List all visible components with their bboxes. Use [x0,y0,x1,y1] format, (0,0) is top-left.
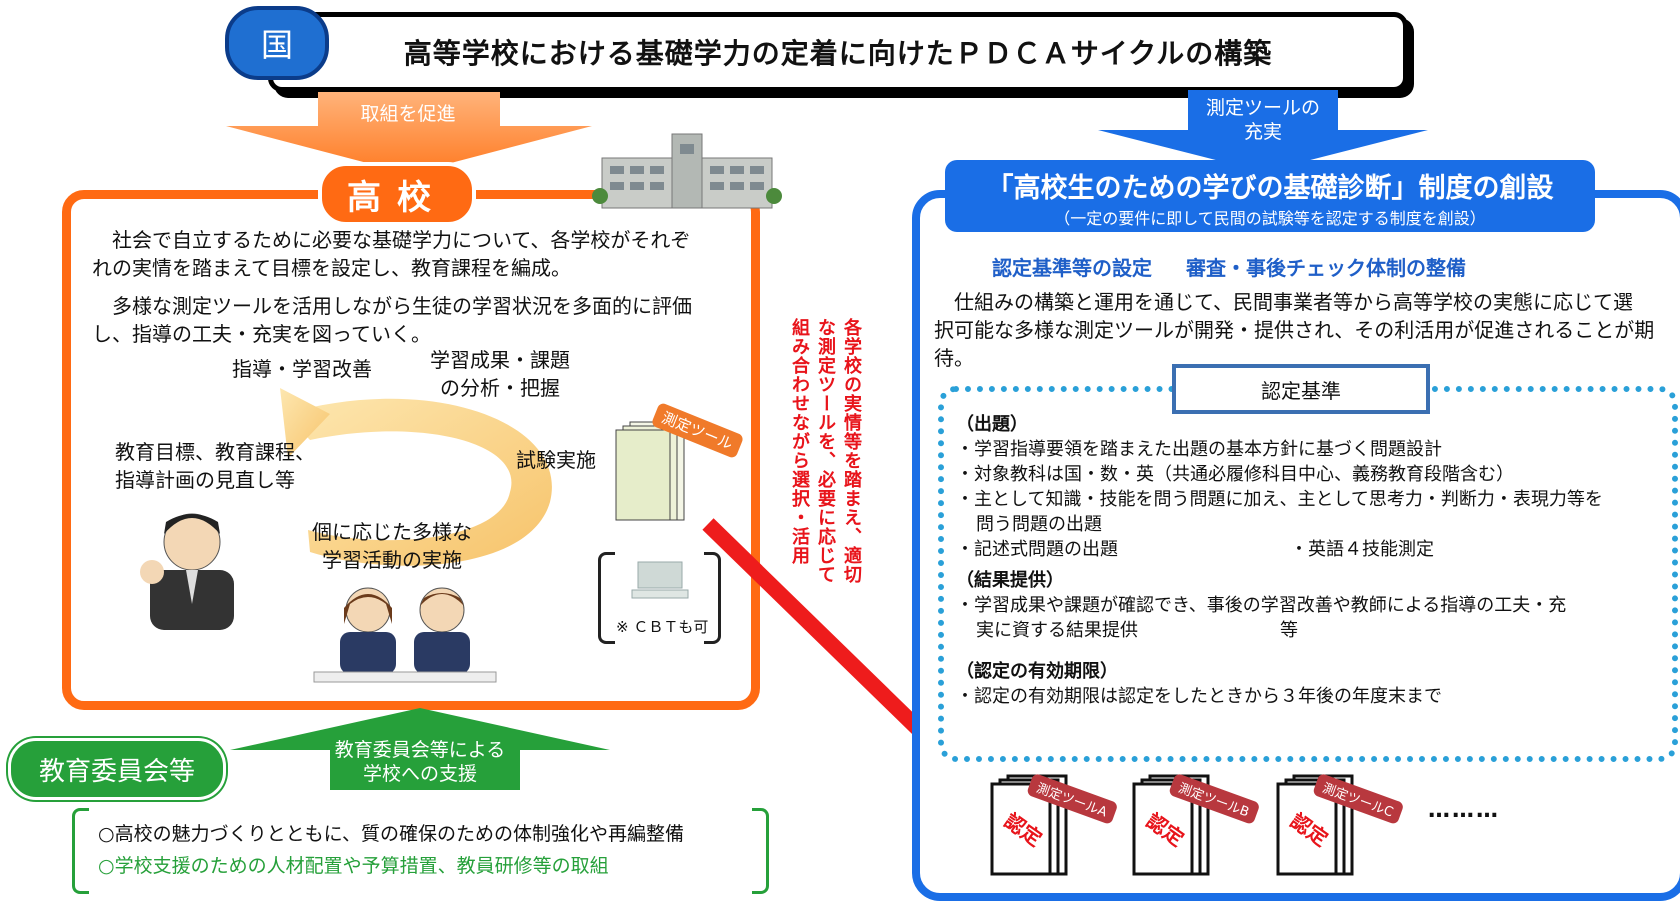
criteria-r1a: ・学習成果や課題が確認でき、事後の学習改善や教師による指導の工夫・充 [956,595,1567,616]
hs-para1-line1: 社会で自立するために必要な基礎学力について、各学校がそれぞ [112,228,691,252]
cycle-analysis: 学習成果・課題 の分析・把握 [430,346,570,402]
criteria-q2: ・対象教科は国・数・英（共通必履修科目中心、義務教育段階含む） [956,464,1514,485]
board-support-arrow [230,708,610,790]
hs-para2-line1: 多様な測定ツールを活用しながら生徒の学習状況を多面的に評価 [112,294,692,318]
system-title: 「高校生のための学びの基礎診断」制度の創設 [986,173,1554,204]
criteria-q4-row: ・記述式問題の出題 ・英語４技能測定 [956,537,1656,562]
hs-paragraph-1: 社会で自立するために必要な基礎学力について、各学校がそれぞ れの実情を踏まえて目… [92,226,732,282]
pdca-cycle-arrow [280,388,552,566]
tools-label: 測定ツールの 充実 [1188,96,1338,144]
computer-icon [631,561,689,599]
students-illustration [313,587,497,683]
system-para-line3: 待。 [934,346,974,370]
system-paragraph: 仕組みの構築と運用を通じて、民間事業者等から高等学校の実態に応じて選 択可能な多… [934,288,1664,372]
certified-tool-b: 測定ツールB 認定 [1130,768,1261,878]
cycle-review: 教育目標、教育課程、 指導計画の見直し等 [115,438,315,494]
test-documents-icon [615,421,685,521]
criteria-q3a: ・主として知識・技能を問う問題に加え、主として思考力・判断力・表現力等を [956,489,1603,510]
criteria-questions-head: （出題） [956,414,1028,435]
board-bracket-left [72,808,89,894]
criteria-validity-head: （認定の有効期限） [956,661,1118,682]
board-bracket-right [752,808,769,894]
criteria-q1: ・学習指導要領を踏まえた出題の基本方針に基づく問題設計 [956,439,1442,460]
more-tools-ellipsis: ……… [1428,798,1500,823]
certified-doc-icon [990,774,1068,876]
board-items: ○高校の魅力づくりとともに、質の確保のための体制強化や再編整備 ○学校支援のため… [98,818,684,882]
vertical-note-col2: な測定ツールを、必要に応じて [815,318,836,584]
cycle-review-line1: 教育目標、教育課程、 [115,440,315,464]
cycle-review-line2: 指導計画の見直し等 [115,468,295,492]
cycle-activities-line1: 個に応じた多様な [312,520,472,544]
cycle-activities: 個に応じた多様な 学習活動の実施 [312,518,472,574]
school-building-icon [592,133,782,209]
vertical-note-col1: 各学校の実情等を踏まえ、適切 [841,318,862,584]
board-support-line1: 教育委員会等による [334,739,506,761]
criteria-v1: ・認定の有効期限は認定をしたときから３年後の年度末まで [956,686,1442,707]
criteria-results-head: （結果提供） [956,570,1064,591]
cycle-analysis-line2: の分析・把握 [440,376,560,400]
board-support-line2: 学校への支援 [362,763,477,785]
system-head-1: 認定基準等の設定 [992,256,1152,280]
certified-doc-icon [1132,774,1210,876]
criteria-r1b-row: 実に資する結果提供 等 [956,618,1656,643]
system-header: 「高校生のための学びの基礎診断」制度の創設 （一定の要件に即して民間の試験等を認… [945,160,1595,232]
criteria-title: 認定基準 [1172,364,1430,414]
board-support-label: 教育委員会等による 学校への支援 [320,738,520,786]
criteria-list: （出題） ・学習指導要領を踏まえた出題の基本方針に基づく問題設計 ・対象教科は国… [956,412,1656,709]
cbt-bracket-left [598,552,615,644]
criteria-q3b: 問う問題の出題 [976,514,1102,535]
tools-arrow [1098,90,1428,172]
promote-label: 取組を促進 [360,103,456,125]
cbt-note: ※ ＣＢＴも可 [616,618,709,636]
criteria-q5: ・英語４技能測定 [1290,539,1434,560]
criteria-q4: ・記述式問題の出題 [956,539,1118,560]
system-para-line2: 択可能な多様な測定ツールが開発・提供され、その利活用が促進されることが期 [934,318,1655,342]
criteria-r1c: 等 [1280,620,1298,641]
certified-tool-a: 測定ツールA 認定 [988,768,1119,878]
criteria-r1b: 実に資する結果提供 [976,620,1138,641]
teacher-illustration [140,513,234,630]
certified-tool-c: 測定ツールC 認定 [1274,768,1405,878]
cycle-exam: 試験実施 [516,448,596,472]
page-title: 高等学校における基礎学力の定着に向けたＰＤＣＡサイクルの構築 [268,12,1408,92]
board-item-2: ○学校支援のための人材配置や予算措置、教員研修等の取組 [98,855,609,877]
country-badge: 国 [225,6,329,80]
title-text: 高等学校における基礎学力の定着に向けたＰＤＣＡサイクルの構築 [403,37,1273,70]
hs-para1-line2: れの実情を踏まえて目標を設定し、教育課程を編成。 [92,256,571,280]
board-tag: 教育委員会等 [8,738,226,800]
tools-label-line2: 充実 [1243,121,1282,143]
vertical-note-col3: 組み合わせながら選択・活用 [789,318,810,565]
system-head-2: 審査・事後チェック体制の整備 [1186,256,1466,280]
hs-para2-line2: し、指導の工夫・充実を図っていく。 [92,322,431,346]
hs-paragraph-2: 多様な測定ツールを活用しながら生徒の学習状況を多面的に評価 し、指導の工夫・充実… [92,292,732,348]
promote-arrow [226,92,592,174]
system-subtitle: （一定の要件に即して民間の試験等を認定する制度を創設） [1054,209,1486,228]
tools-label-line1: 測定ツールの [1205,97,1320,119]
cycle-analysis-line1: 学習成果・課題 [430,348,570,372]
cycle-activities-line2: 学習活動の実施 [322,548,462,572]
cbt-bracket-right [704,552,721,644]
high-school-tag: 高校 [318,162,476,226]
system-para-line1: 仕組みの構築と運用を通じて、民間事業者等から高等学校の実態に応じて選 [954,290,1633,314]
cycle-improve: 指導・学習改善 [232,357,372,381]
board-item-1: ○高校の魅力づくりとともに、質の確保のための体制強化や再編整備 [98,823,685,845]
